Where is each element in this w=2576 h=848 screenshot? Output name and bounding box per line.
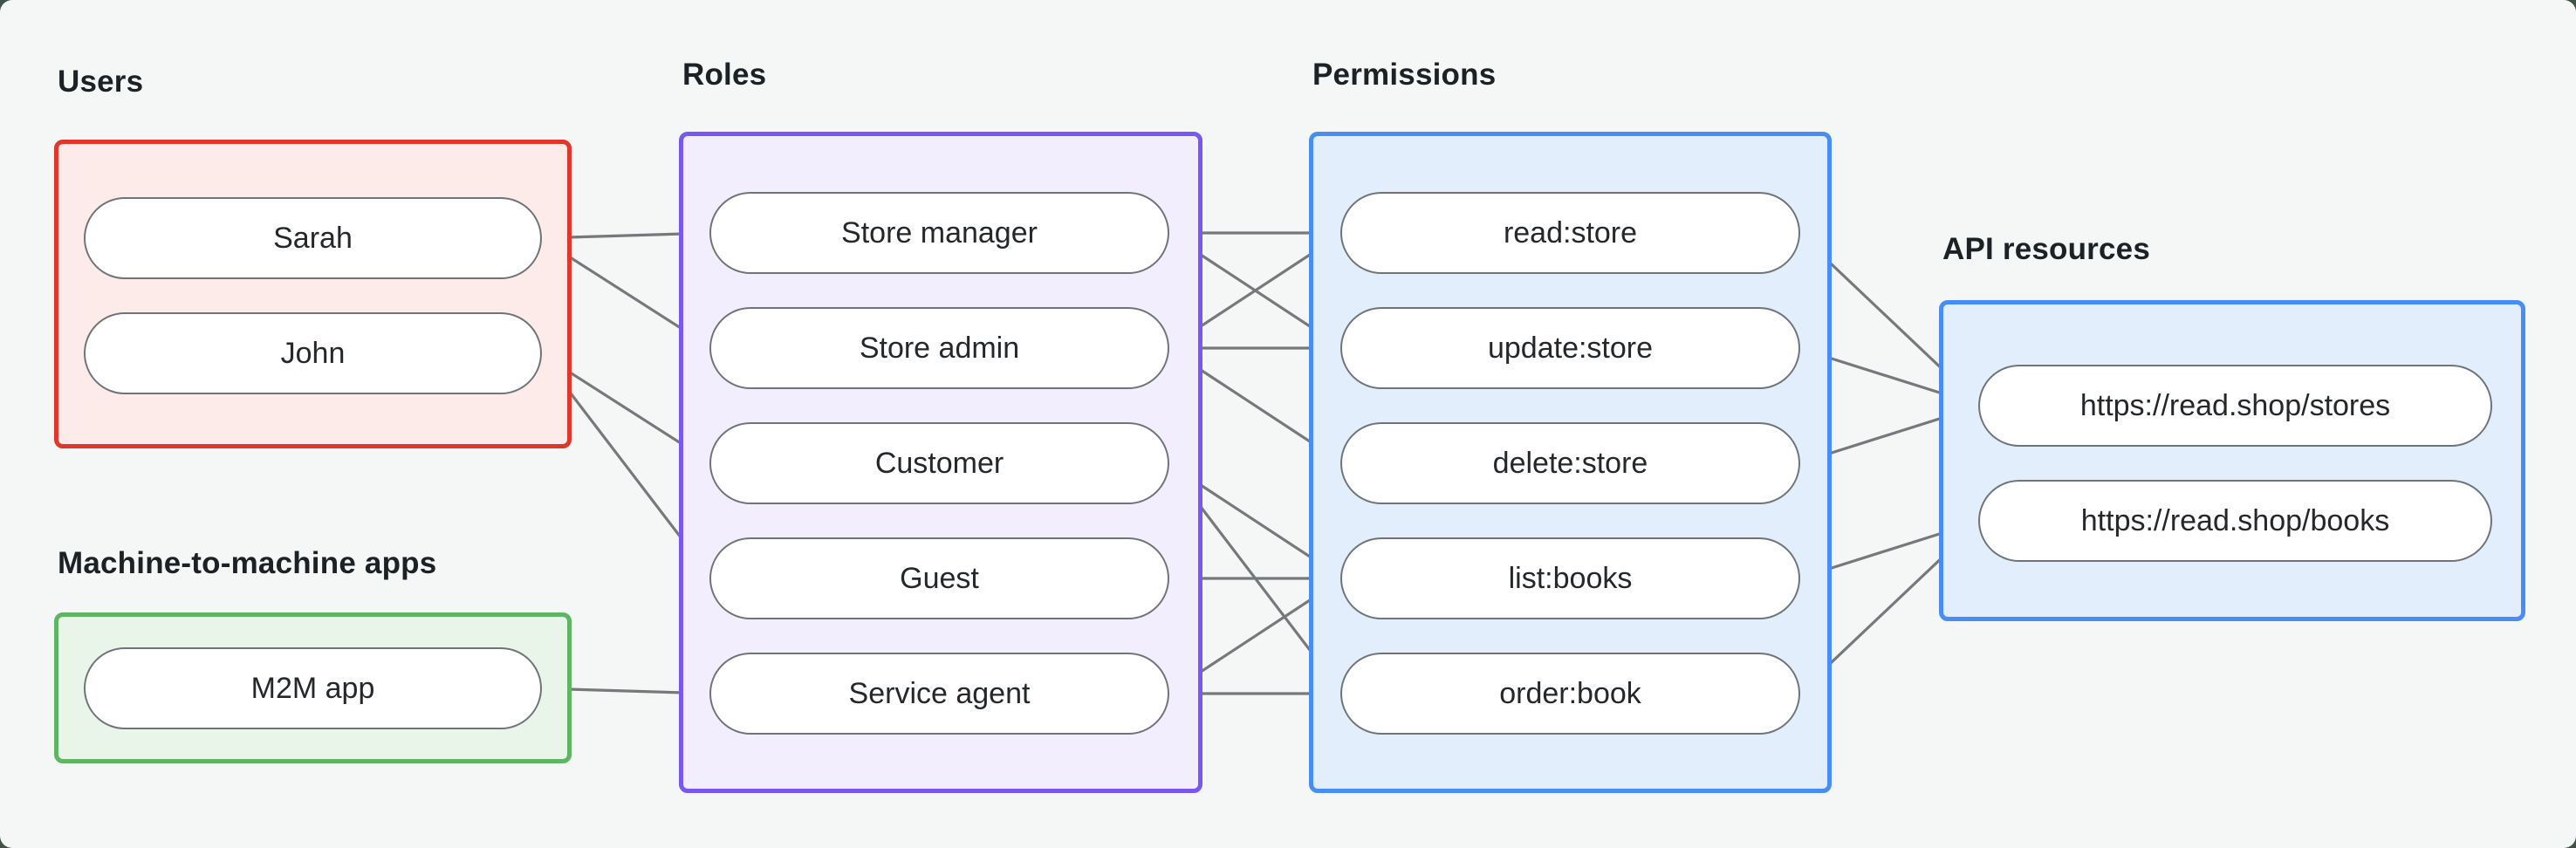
node-permission-read-store: read:store <box>1340 192 1800 274</box>
node-label: read:store <box>1503 215 1638 250</box>
node-user-sarah: Sarah <box>84 197 542 279</box>
node-label: Store admin <box>859 331 1020 365</box>
api-resources-group-label: API resources <box>1942 232 2150 266</box>
m2m-apps-group-label: Machine-to-machine apps <box>58 546 437 580</box>
node-label: list:books <box>1508 561 1633 595</box>
node-permission-delete-store: delete:store <box>1340 422 1800 504</box>
node-role-service-agent: Service agent <box>709 653 1169 735</box>
node-label: John <box>280 336 346 370</box>
node-api-resource-books: https://read.shop/books <box>1978 480 2492 562</box>
node-permission-list-books: list:books <box>1340 537 1800 619</box>
node-label: Service agent <box>848 676 1031 710</box>
node-label: https://read.shop/stores <box>2079 388 2391 422</box>
node-role-store-manager: Store manager <box>709 192 1169 274</box>
permissions-group-label: Permissions <box>1312 58 1497 92</box>
node-api-resource-stores: https://read.shop/stores <box>1978 365 2492 447</box>
users-group-label: Users <box>58 65 144 99</box>
node-role-store-admin: Store admin <box>709 307 1169 389</box>
node-label: Store manager <box>841 215 1038 250</box>
node-user-john: John <box>84 312 542 394</box>
node-label: update:store <box>1487 331 1654 365</box>
roles-group-label: Roles <box>682 58 767 92</box>
node-m2m-app: M2M app <box>84 647 542 729</box>
node-label: delete:store <box>1492 446 1648 480</box>
node-permission-update-store: update:store <box>1340 307 1800 389</box>
node-role-customer: Customer <box>709 422 1169 504</box>
node-label: order:book <box>1499 676 1641 710</box>
node-permission-order-book: order:book <box>1340 653 1800 735</box>
node-label: Customer <box>874 446 1004 480</box>
node-role-guest: Guest <box>709 537 1169 619</box>
node-label: M2M app <box>250 671 375 705</box>
node-label: Guest <box>900 561 979 595</box>
users-group-box <box>54 140 572 448</box>
node-label: https://read.shop/books <box>2080 503 2390 537</box>
node-label: Sarah <box>273 221 353 255</box>
api-resources-group-box <box>1939 300 2525 621</box>
